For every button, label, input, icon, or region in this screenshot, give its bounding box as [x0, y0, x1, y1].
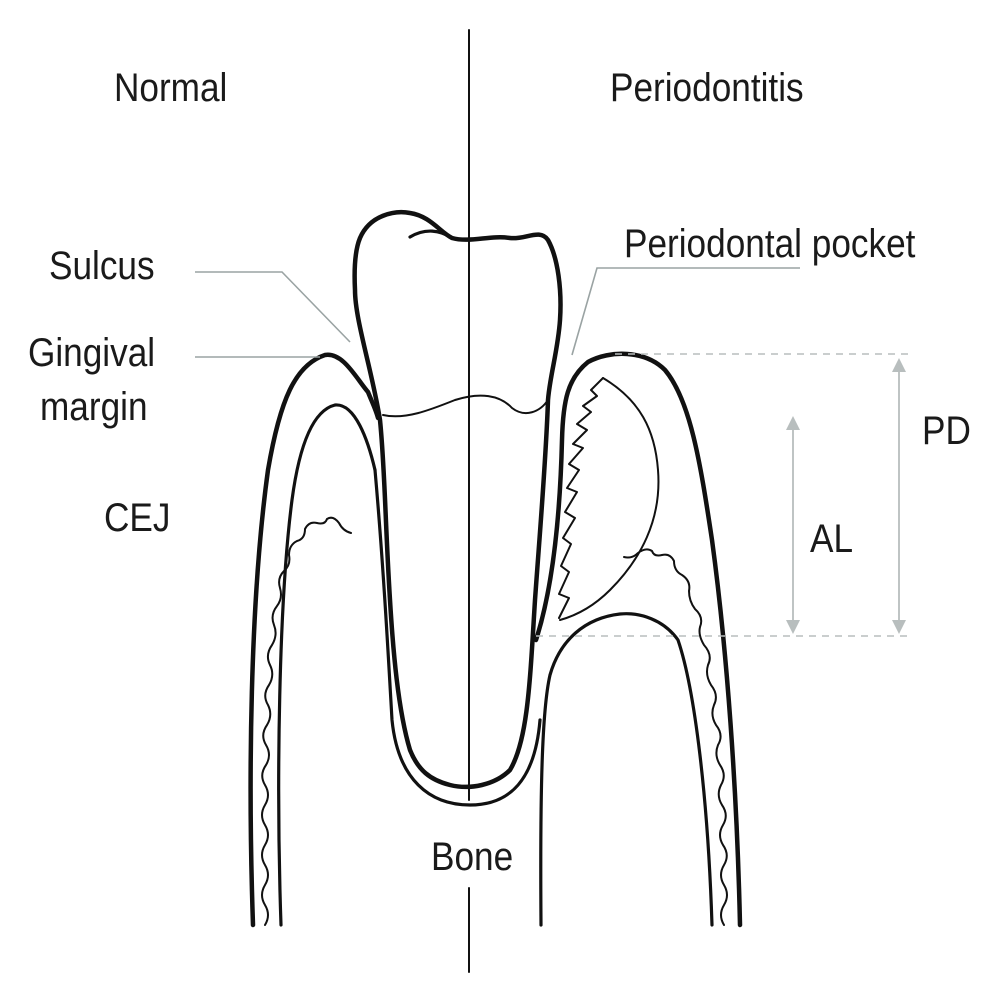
label-al: AL	[810, 516, 853, 561]
pocket-tissue-edge	[559, 377, 660, 621]
tooth-crown-cusp	[408, 229, 454, 240]
sulcus-leader-line	[195, 271, 351, 343]
al-arrow-head-bottom	[786, 620, 800, 634]
label-bone: Bone	[431, 834, 513, 879]
tooth-socket	[373, 468, 542, 807]
right-bone-crest	[539, 612, 714, 927]
pd-arrow-head-top	[892, 358, 906, 372]
label-gingival: Gingival	[28, 330, 155, 375]
pocket-inflamed-lining	[558, 377, 604, 619]
tooth-cej-line	[382, 394, 549, 418]
label-cej: CEJ	[104, 495, 170, 540]
left-bone-inner	[277, 403, 377, 927]
pd-arrow-head-bottom	[892, 620, 906, 634]
label-periodontitis: Periodontitis	[610, 65, 804, 110]
label-pd: PD	[922, 408, 971, 453]
left-gingiva-outer	[248, 352, 381, 928]
right-gingiva-squiggle	[623, 548, 728, 926]
label-normal: Normal	[114, 65, 227, 110]
label-margin: margin	[40, 384, 148, 429]
left-gingiva-squiggle	[261, 516, 352, 926]
tooth-crown-root-outline	[352, 210, 563, 790]
label-periodontal-pocket: Periodontal pocket	[624, 221, 916, 266]
label-sulcus: Sulcus	[49, 243, 155, 288]
right-gingiva-outer	[533, 351, 743, 928]
pocket-leader-line	[571, 267, 800, 356]
al-arrow-head-top	[786, 416, 800, 430]
